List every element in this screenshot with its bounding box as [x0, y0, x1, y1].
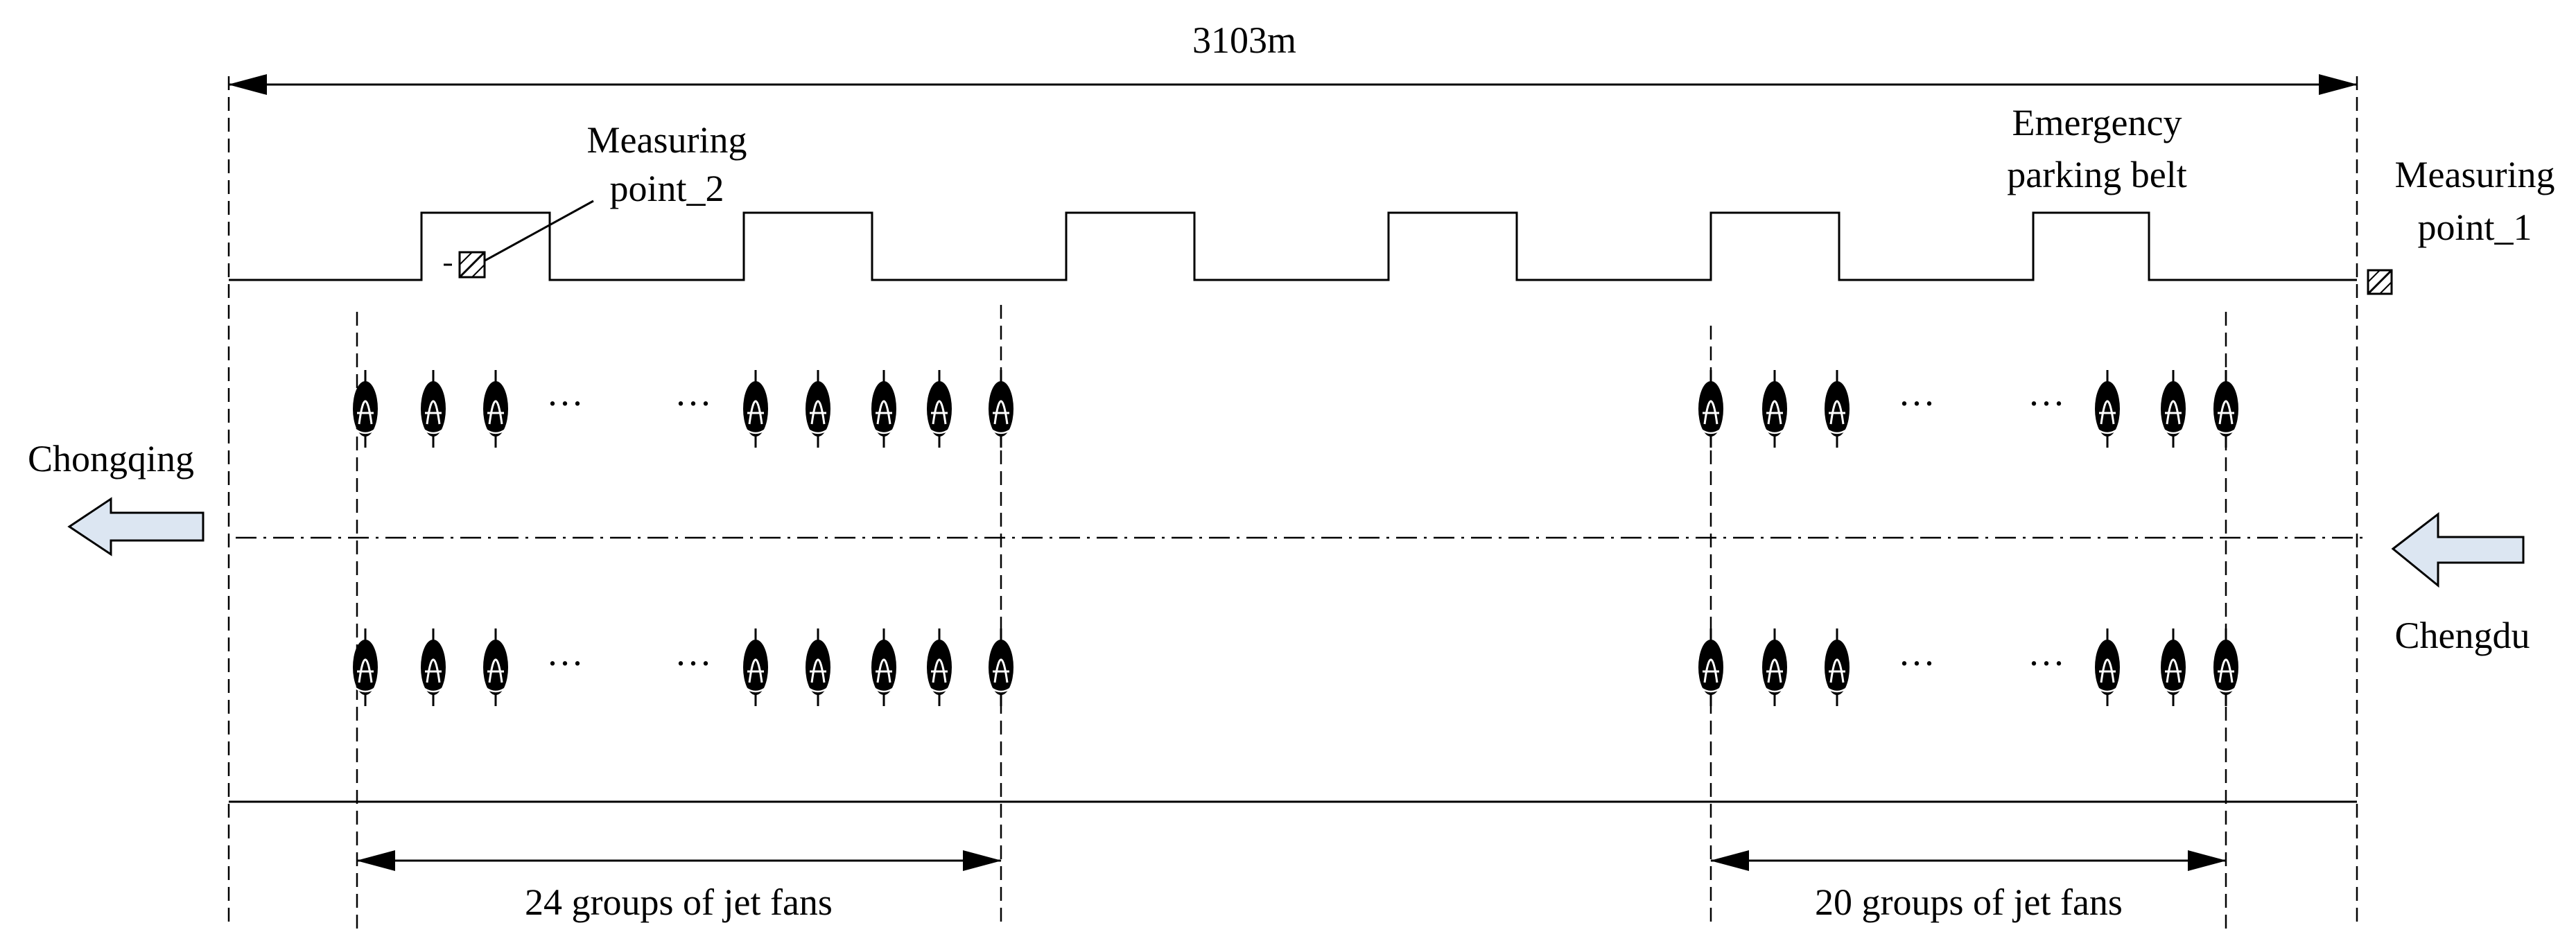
ellipsis-right-bottom-b: ···: [2028, 642, 2065, 684]
jet-fan-icon: [989, 628, 1013, 706]
jet-fan-icon: [421, 628, 446, 706]
measuring-point-2: Measuring point_2: [444, 119, 747, 279]
measuring-point-2-label-line2: point_2: [609, 168, 724, 209]
jet-fan-icon: [353, 628, 378, 706]
ellipsis-left-bottom-b: ···: [675, 642, 712, 684]
jet-fan-icon: [806, 628, 830, 706]
measuring-point-2-leader: [474, 200, 594, 267]
jet-fan-icon: [2213, 628, 2238, 706]
ellipsis-left-top-b: ···: [675, 382, 712, 424]
jet-fan-icon: [2161, 628, 2186, 706]
jet-fan-icon: [806, 370, 830, 448]
measuring-point-2-label-line1: Measuring: [587, 119, 747, 161]
jet-fan-icon: [1762, 370, 1787, 448]
direction-chongqing: Chongqing: [28, 438, 204, 556]
jet-fan-icon: [871, 628, 896, 706]
jet-fan-icon: [2095, 628, 2120, 706]
direction-chengdu: Chengdu: [2391, 511, 2530, 656]
jet-fan-icon: [1825, 370, 1850, 448]
direction-chengdu-label: Chengdu: [2395, 615, 2530, 656]
jet-fan-icon: [989, 370, 1013, 448]
group-right-dimension: 20 groups of jet fans: [1710, 850, 2227, 923]
measuring-point-1-icon: [2367, 269, 2393, 295]
ellipsis-left-top-a: ···: [546, 382, 584, 424]
group-right-label: 20 groups of jet fans: [1815, 881, 2123, 923]
total-length-dimension: 3103m: [228, 19, 2358, 95]
total-length-label: 3103m: [1192, 19, 1296, 61]
direction-chongqing-label: Chongqing: [28, 438, 194, 480]
jet-fan-icon: [421, 370, 446, 448]
emergency-parking-belt-label-line2: parking belt: [2007, 154, 2186, 195]
measuring-point-1-label-line2: point_1: [2417, 206, 2532, 248]
jet-fan-icon: [1698, 370, 1723, 448]
group-left-label: 24 groups of jet fans: [525, 881, 833, 923]
arrow-left-icon: [67, 497, 204, 556]
tunnel-wall-with-parking-belts: [229, 211, 2357, 281]
jet-fan-icon: [927, 628, 952, 706]
jet-fan-icon: [743, 370, 768, 448]
jet-fan-icon: [2213, 370, 2238, 448]
fan-ellipses: ··· ··· ··· ··· ··· ··· ··· ···: [546, 382, 2065, 684]
jet-fan-icon: [483, 370, 508, 448]
measuring-point-1-label-line1: Measuring: [2395, 154, 2555, 195]
jet-fan-icon: [483, 628, 508, 706]
jet-fan-icon: [1825, 628, 1850, 706]
jet-fan-array: [353, 370, 2238, 706]
jet-fan-icon: [927, 370, 952, 448]
ellipsis-right-bottom-a: ···: [1898, 642, 1935, 684]
jet-fan-icon: [743, 628, 768, 706]
measuring-point-1: Measuring point_1: [2367, 154, 2555, 295]
ellipsis-right-top-b: ···: [2028, 382, 2065, 424]
jet-fan-icon: [1762, 628, 1787, 706]
measuring-point-2-icon: [458, 251, 486, 279]
emergency-parking-belt-label: Emergency parking belt: [2007, 102, 2186, 195]
jet-fan-icon: [353, 370, 378, 448]
jet-fan-icon: [2161, 370, 2186, 448]
jet-fan-icon: [871, 370, 896, 448]
jet-fan-icon: [2095, 370, 2120, 448]
jet-fan-icon: [1698, 628, 1723, 706]
ellipsis-right-top-a: ···: [1898, 382, 1935, 424]
ellipsis-left-bottom-a: ···: [546, 642, 584, 684]
group-left-dimension: 24 groups of jet fans: [356, 850, 1002, 923]
emergency-parking-belt-label-line1: Emergency: [2012, 102, 2182, 143]
arrow-left-icon: [2391, 511, 2525, 588]
